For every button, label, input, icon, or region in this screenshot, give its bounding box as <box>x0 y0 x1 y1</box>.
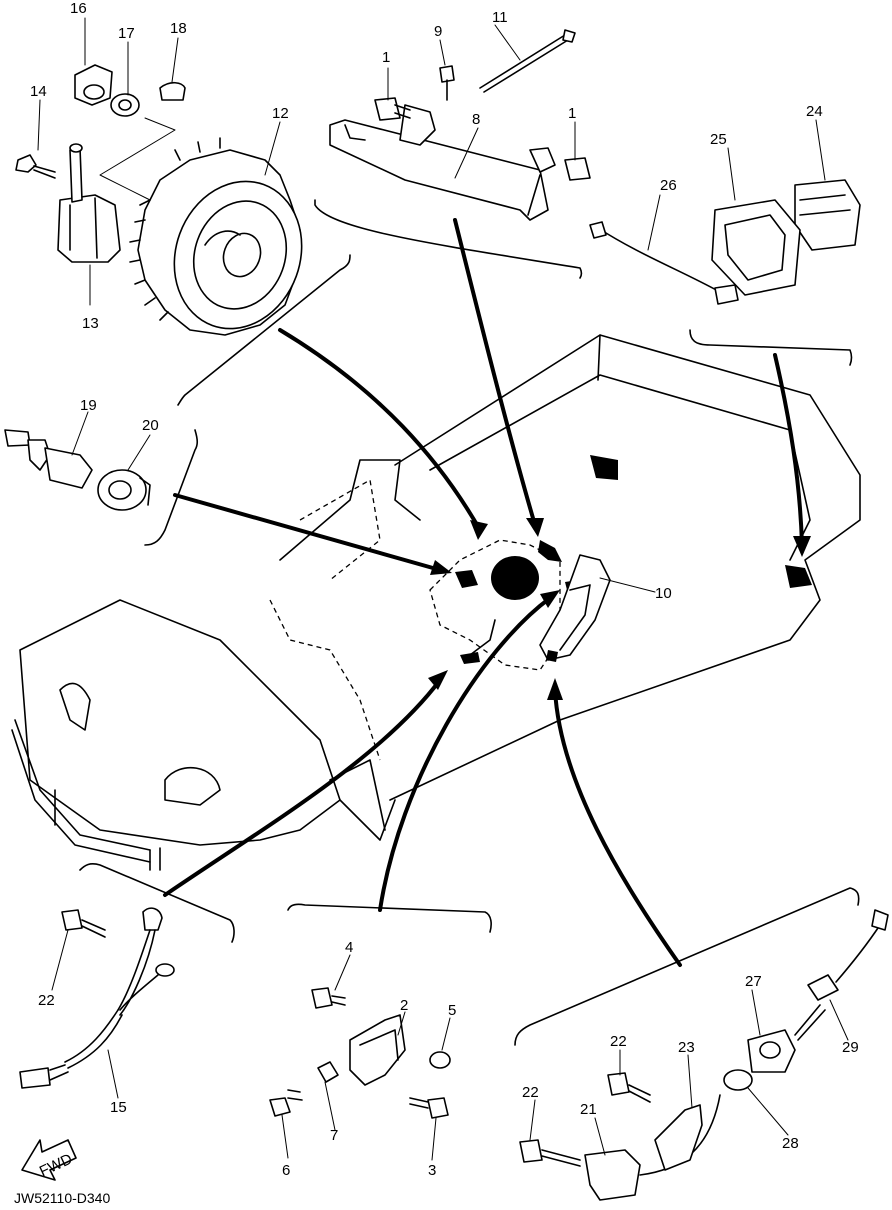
callout-23: 23 <box>678 1039 695 1056</box>
callout-1a: 1 <box>382 49 390 66</box>
callout-11: 11 <box>492 9 508 26</box>
callout-26: 26 <box>660 177 677 194</box>
bracket-parts <box>329 29 591 221</box>
callout-24: 24 <box>806 103 823 120</box>
bracket-bolt-parts <box>269 987 451 1119</box>
callout-1b: 1 <box>568 105 576 122</box>
bulb-parts <box>4 429 151 511</box>
rotor-part <box>129 137 303 336</box>
callout-13: 13 <box>82 315 99 332</box>
callout-2: 2 <box>400 997 408 1014</box>
fwd-arrow-icon: FWD <box>21 1139 77 1181</box>
callout-leaders <box>37 17 849 1161</box>
callout-29: 29 <box>842 1039 859 1056</box>
callout-15: 15 <box>110 1099 127 1116</box>
callout-22b: 22 <box>522 1084 539 1101</box>
callout-18: 18 <box>170 20 187 37</box>
diagram-code: JW52110-D340 <box>14 1190 111 1206</box>
group-brackets <box>79 199 860 1046</box>
callout-9: 9 <box>434 23 442 40</box>
sensor-parts <box>519 909 889 1201</box>
ignition-coil-part <box>15 143 121 263</box>
callout-14: 14 <box>30 83 47 100</box>
callout-19: 19 <box>80 397 97 414</box>
callout-20: 20 <box>142 417 159 434</box>
callout-21: 21 <box>580 1101 597 1118</box>
callout-numbers: 16 17 18 14 12 13 1 9 11 8 1 24 25 26 19… <box>30 0 859 1179</box>
callout-6: 6 <box>282 1162 290 1179</box>
callout-12: 12 <box>272 105 289 122</box>
callout-25: 25 <box>710 131 727 148</box>
group-arrows <box>163 218 811 967</box>
callout-3: 3 <box>428 1162 436 1179</box>
callout-4: 4 <box>345 939 353 956</box>
callout-22c: 22 <box>610 1033 627 1050</box>
callout-28: 28 <box>782 1135 799 1152</box>
wire-harness-parts <box>19 907 175 1089</box>
washer-parts <box>74 64 186 117</box>
vehicle-outline <box>11 334 861 871</box>
callout-5: 5 <box>448 1002 456 1019</box>
callout-8: 8 <box>472 111 480 128</box>
callout-7: 7 <box>330 1127 338 1144</box>
callout-27: 27 <box>745 973 762 990</box>
callout-16: 16 <box>70 0 87 17</box>
engine-components <box>455 540 611 664</box>
callout-22a: 22 <box>38 992 55 1009</box>
callout-10: 10 <box>655 585 672 602</box>
callout-17: 17 <box>118 25 135 42</box>
cdi-unit-parts <box>589 179 861 305</box>
